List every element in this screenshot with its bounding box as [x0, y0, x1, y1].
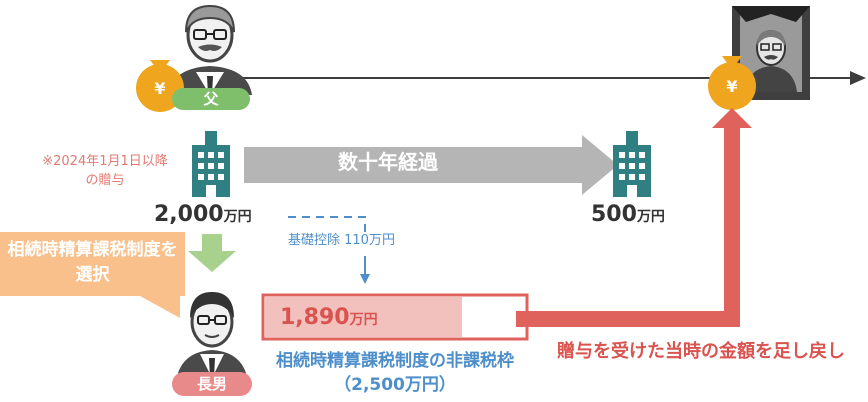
add-back-return-arrow [516, 108, 752, 327]
taxable-amount-number: 1,890 [280, 305, 350, 330]
decades-label: 数十年経過 [338, 150, 438, 174]
later-amount-number: 500 [591, 202, 637, 227]
select-callout-box [0, 232, 185, 296]
gift-date-note: ※2024年1月1日以降の贈与 [42, 154, 168, 188]
estate-moneybag-icon [708, 56, 756, 110]
gift-down-arrow [188, 234, 236, 272]
taxable-amount: 1,890万円 [280, 307, 378, 329]
father-pill [172, 88, 250, 110]
basic-deduction-label: 基礎控除 110万円 [288, 233, 395, 248]
father-moneybag-icon [136, 60, 184, 112]
taxable-amount-unit: 万円 [349, 312, 378, 328]
select-callout-text: 相続時精算課税制度を選択 [7, 240, 178, 285]
father-moneybag-symbol: ¥ [154, 79, 166, 98]
add-back-label: 贈与を受けた当時の金額を足し戻し [557, 341, 845, 362]
initial-amount: 2,000万円 [154, 204, 252, 226]
son-avatar-icon [176, 292, 248, 382]
later-asset-building-icon [613, 131, 651, 197]
deduction-dashed-connector [288, 216, 370, 284]
later-amount-unit: 万円 [636, 209, 665, 225]
asset-building-icon [192, 131, 230, 197]
son-label: 長男 [196, 375, 227, 393]
non-taxable-frame-label: 相続時精算課税制度の非課税枠（2,500万円） [276, 351, 514, 395]
deceased-father-portrait-icon [732, 6, 810, 100]
father-label: 父 [203, 90, 219, 108]
select-callout-tail [140, 296, 180, 318]
initial-amount-number: 2,000 [154, 202, 224, 227]
initial-amount-unit: 万円 [223, 209, 252, 225]
later-amount: 500万円 [591, 204, 665, 226]
estate-moneybag-symbol: ¥ [726, 77, 738, 96]
decades-arrow [244, 135, 618, 195]
taxable-amount-bar [261, 293, 529, 341]
father-avatar-icon [168, 4, 252, 95]
son-pill [172, 372, 252, 396]
